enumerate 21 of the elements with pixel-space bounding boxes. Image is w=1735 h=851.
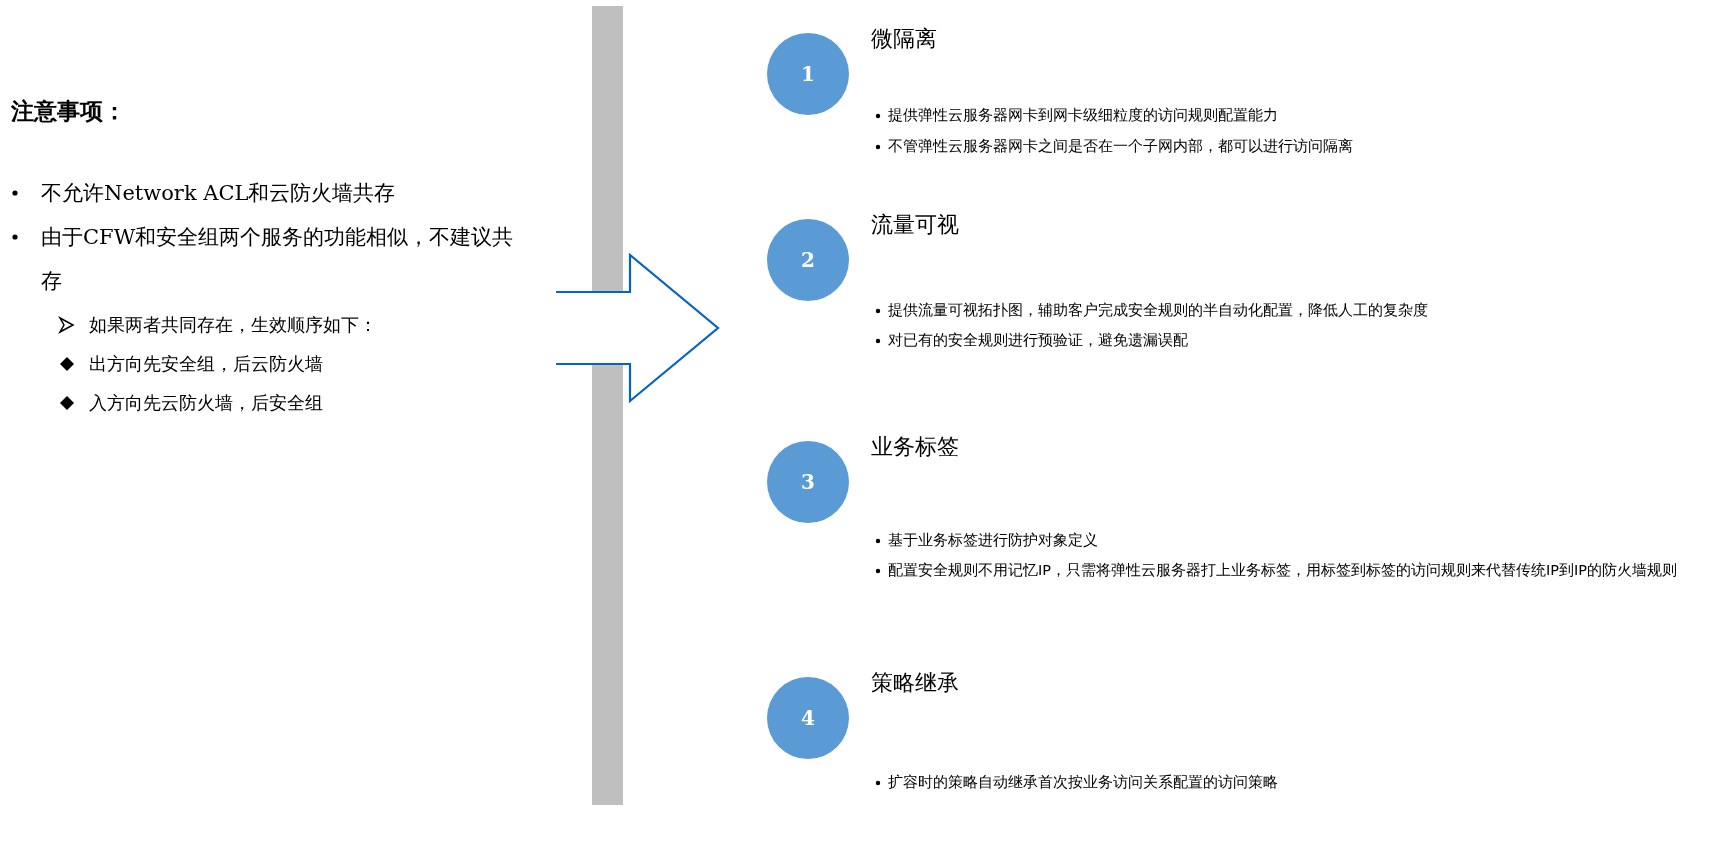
bullet-text: 出方向先安全组，后云防火墙 (89, 352, 324, 376)
heading: 注意事项： (11, 97, 126, 126)
section-heading: 微隔离 (871, 25, 937, 53)
bullet-text: 如果两者共同存在，生效顺序如下： (89, 313, 378, 337)
bullet-text: 扩容时的策略自动继承首次按业务访问关系配置的访问策略 (888, 773, 1279, 792)
number-circle: 3 (767, 441, 849, 523)
bullet-text: 基于业务标签进行防护对象定义 (888, 531, 1099, 550)
section-heading: 策略继承 (871, 669, 959, 697)
bullet-text: 配置安全规则不用记忆IP，只需将弹性云服务器打上业务标签，用标签到标签的访问规则来代替传统IP到IP的防火墙规则 (888, 561, 1679, 580)
bullet-text: 由于CFW和安全组两个服务的功能相似，不建议共存 (41, 224, 515, 295)
number-circle: 1 (767, 33, 849, 115)
bullet-text: 不管弹性云服务器网卡之间是否在一个子网内部，都可以进行访问隔离 (888, 137, 1354, 156)
bullet-text: 不允许Network ACL和云防火墙共存 (41, 180, 397, 207)
number-circle: 4 (767, 677, 849, 759)
bullet-text: 提供弹性云服务器网卡到网卡级细粒度的访问规则配置能力 (888, 106, 1279, 125)
section-heading: 流量可视 (871, 211, 959, 239)
section-heading: 业务标签 (871, 433, 959, 461)
number-circle: 2 (767, 219, 849, 301)
bullet-text: 入方向先云防火墙，后安全组 (89, 391, 324, 415)
bullet-text: 提供流量可视拓扑图，辅助客户完成安全规则的半自动化配置，降低人工的复杂度 (888, 301, 1429, 320)
bullet-text: 对已有的安全规则进行预验证，避免遗漏误配 (888, 331, 1189, 350)
